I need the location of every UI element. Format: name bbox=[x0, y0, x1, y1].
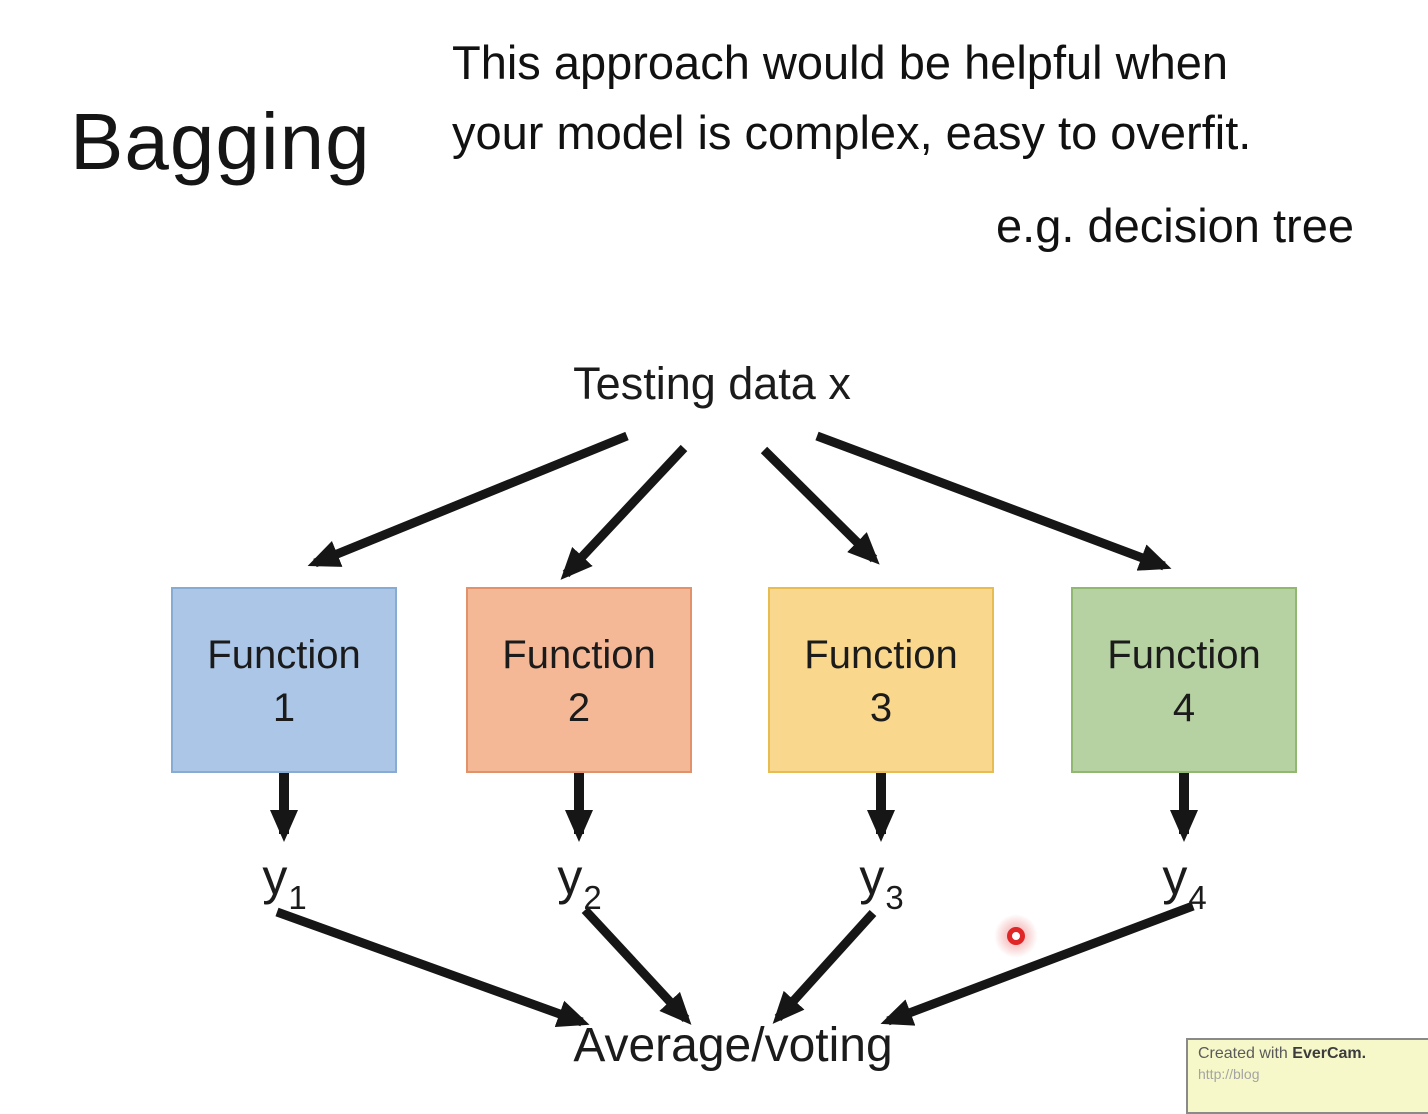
arrow-y2-to-output bbox=[581, 906, 692, 1025]
y3-base: y bbox=[859, 849, 885, 905]
average-voting-label: Average/voting bbox=[573, 1019, 893, 1072]
arrow-input-to-function-3 bbox=[760, 446, 880, 565]
slide-bagging: { "slide": { "title": "Bagging", "note_l… bbox=[70, 28, 1428, 1114]
y4-base: y bbox=[1162, 849, 1188, 905]
example-text: e.g. decision tree bbox=[996, 199, 1354, 252]
arrow-input-to-function-1 bbox=[307, 431, 629, 568]
note-line-1: This approach would be helpful when bbox=[452, 36, 1229, 89]
output-label-y1: y1 bbox=[214, 848, 354, 916]
output-label-y3: y3 bbox=[811, 848, 951, 916]
testing-data-label: Testing data x bbox=[573, 358, 851, 409]
watermark-prefix: Created with bbox=[1198, 1045, 1293, 1062]
note-line-2: your model is complex, easy to overfit. bbox=[452, 106, 1252, 159]
function-box-1-label: Function bbox=[207, 633, 361, 677]
arrow-input-to-function-4 bbox=[815, 431, 1172, 571]
laser-pointer-ring bbox=[1007, 927, 1025, 945]
function-box-3-number: 3 bbox=[869, 686, 893, 730]
function-box-3: Function 3 bbox=[768, 587, 994, 773]
function-box-1: Function 1 bbox=[171, 587, 397, 773]
y3-subscript: 3 bbox=[885, 879, 904, 916]
arrow-y4-to-output bbox=[880, 901, 1195, 1026]
laser-pointer-dot bbox=[994, 914, 1038, 958]
function-box-2-label: Function bbox=[502, 633, 656, 677]
function-box-4: Function 4 bbox=[1071, 587, 1297, 773]
watermark: Created with EverCam. http://blog bbox=[1186, 1038, 1428, 1114]
watermark-url-partial: http://blog bbox=[1198, 1066, 1260, 1082]
y1-subscript: 1 bbox=[288, 879, 307, 916]
output-label-y2: y2 bbox=[509, 848, 649, 916]
y2-base: y bbox=[557, 849, 583, 905]
function-box-2-number: 2 bbox=[567, 686, 591, 730]
arrow-y1-to-output bbox=[275, 907, 590, 1028]
function-box-2: Function 2 bbox=[466, 587, 692, 773]
function-box-1-number: 1 bbox=[272, 686, 296, 730]
y2-subscript: 2 bbox=[583, 879, 602, 916]
function-box-4-label: Function bbox=[1107, 633, 1261, 677]
watermark-brand: EverCam. bbox=[1292, 1045, 1367, 1062]
function-box-3-label: Function bbox=[804, 633, 958, 677]
arrow-y3-to-output bbox=[772, 909, 877, 1024]
page-title: Bagging bbox=[70, 97, 371, 186]
arrow-input-to-function-2 bbox=[560, 444, 688, 580]
function-box-4-number: 4 bbox=[1172, 686, 1196, 730]
y1-base: y bbox=[262, 849, 288, 905]
y4-subscript: 4 bbox=[1188, 879, 1207, 916]
output-label-y4: y4 bbox=[1114, 848, 1254, 916]
note-text: This approach would be helpful when your… bbox=[452, 28, 1362, 168]
